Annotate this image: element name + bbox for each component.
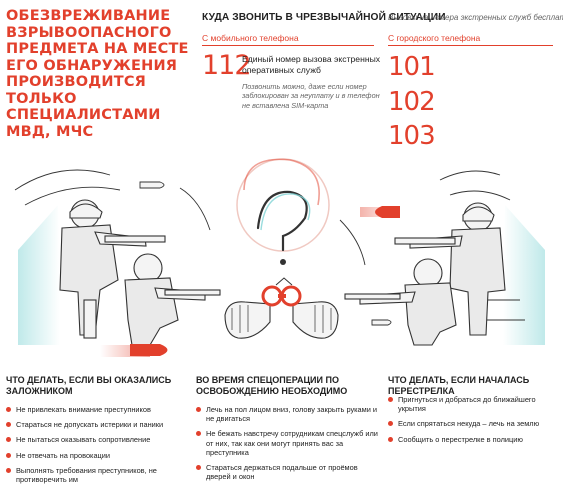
bullet-dot-icon xyxy=(6,467,11,473)
list-item: Не бежать навстречу сотрудникам спецслуж… xyxy=(196,429,378,457)
landline-number-police: 102 xyxy=(388,87,436,117)
bullet-dot-icon xyxy=(388,421,393,427)
left-glow xyxy=(18,205,60,345)
bullet-icon-red-right xyxy=(360,206,400,218)
mobile-number-note: Позвонить можно, даже если номер заблоки… xyxy=(242,82,380,110)
free-calls-note: Вызовы на номера экстренных служб беспла… xyxy=(388,13,563,22)
handcuffed-hands-icon xyxy=(224,277,339,339)
bullet-dot-icon xyxy=(6,407,11,412)
mobile-emergency-number: 112 xyxy=(202,50,252,81)
list-item: Сообщить о перестрелке в полицию xyxy=(388,435,558,444)
soldier-figure-right-standing xyxy=(394,202,506,336)
bullet-dot-icon xyxy=(196,465,201,471)
hostage-advice-list: Не привлекать внимание преступников Стар… xyxy=(6,405,186,490)
bullet-dot-icon xyxy=(6,452,11,458)
rescue-operation-heading: ВО ВРЕМЯ СПЕЦОПЕРАЦИИ ПО ОСВОБОЖДЕНИЮ НЕ… xyxy=(196,375,348,396)
hostage-section-heading: ЧТО ДЕЛАТЬ, ЕСЛИ ВЫ ОКАЗАЛИСЬ ЗАЛОЖНИКОМ xyxy=(6,375,172,396)
bullet-icon-small-right xyxy=(371,319,392,326)
rescue-operation-list: Лечь на пол лицом вниз, голову закрыть р… xyxy=(196,405,378,487)
bullet-dot-icon xyxy=(196,407,201,412)
bullet-dot-icon xyxy=(6,437,11,443)
motion-lines xyxy=(14,169,525,321)
list-item: Пригнуться и добраться до ближайшего укр… xyxy=(388,395,558,413)
bullet-dot-icon xyxy=(388,397,393,402)
list-item: Не привлекать внимание преступников xyxy=(6,405,186,414)
emergency-header: КУДА ЗВОНИТЬ В ЧРЕЗВЫЧАЙНОЙ СИТУАЦИИ xyxy=(202,12,446,23)
bullet-icon-red-bottom-left xyxy=(100,344,168,357)
list-item: Не отвечать на провокации xyxy=(6,451,186,460)
bullet-dot-icon xyxy=(388,436,393,442)
soldier-figure-left-crouching xyxy=(124,253,221,346)
landline-number-fire: 101 xyxy=(388,52,436,82)
soldier-figure-right-crouching xyxy=(344,258,457,346)
right-glow xyxy=(503,205,545,345)
question-mark-icon xyxy=(236,158,330,265)
shootout-illustration xyxy=(14,158,545,357)
list-item: Стараться не допускать истерики и паники xyxy=(6,420,186,429)
bullet-dot-icon xyxy=(196,431,201,437)
landline-phone-label: С городского телефона xyxy=(388,33,553,46)
mobile-number-description: Единый номер вызова экстренных оперативн… xyxy=(242,54,381,75)
soldier-figure-left-standing xyxy=(59,199,166,339)
landline-number-ambulance: 103 xyxy=(388,121,436,151)
bullet-icon-top-left xyxy=(139,181,165,189)
list-item: Выполнять требования преступников, не пр… xyxy=(6,466,186,484)
shootout-section-heading: ЧТО ДЕЛАТЬ, ЕСЛИ НАЧАЛАСЬ ПЕРЕСТРЕЛКА xyxy=(388,375,530,396)
bullet-dot-icon xyxy=(6,422,11,428)
list-item: Лечь на пол лицом вниз, голову закрыть р… xyxy=(196,405,378,423)
shootout-advice-list: Пригнуться и добраться до ближайшего укр… xyxy=(388,395,558,450)
mobile-phone-label: С мобильного телефона xyxy=(202,33,374,46)
main-title: ОБЕЗВРЕЖИВАНИЕ ВЗРЫВООПАСНОГО ПРЕДМЕТА Н… xyxy=(6,8,189,140)
list-item: Не пытаться оказывать сопротивление xyxy=(6,435,186,444)
list-item: Если спрятаться некуда – лечь на землю xyxy=(388,419,558,428)
list-item: Стараться держаться подальше от проёмов … xyxy=(196,463,378,481)
